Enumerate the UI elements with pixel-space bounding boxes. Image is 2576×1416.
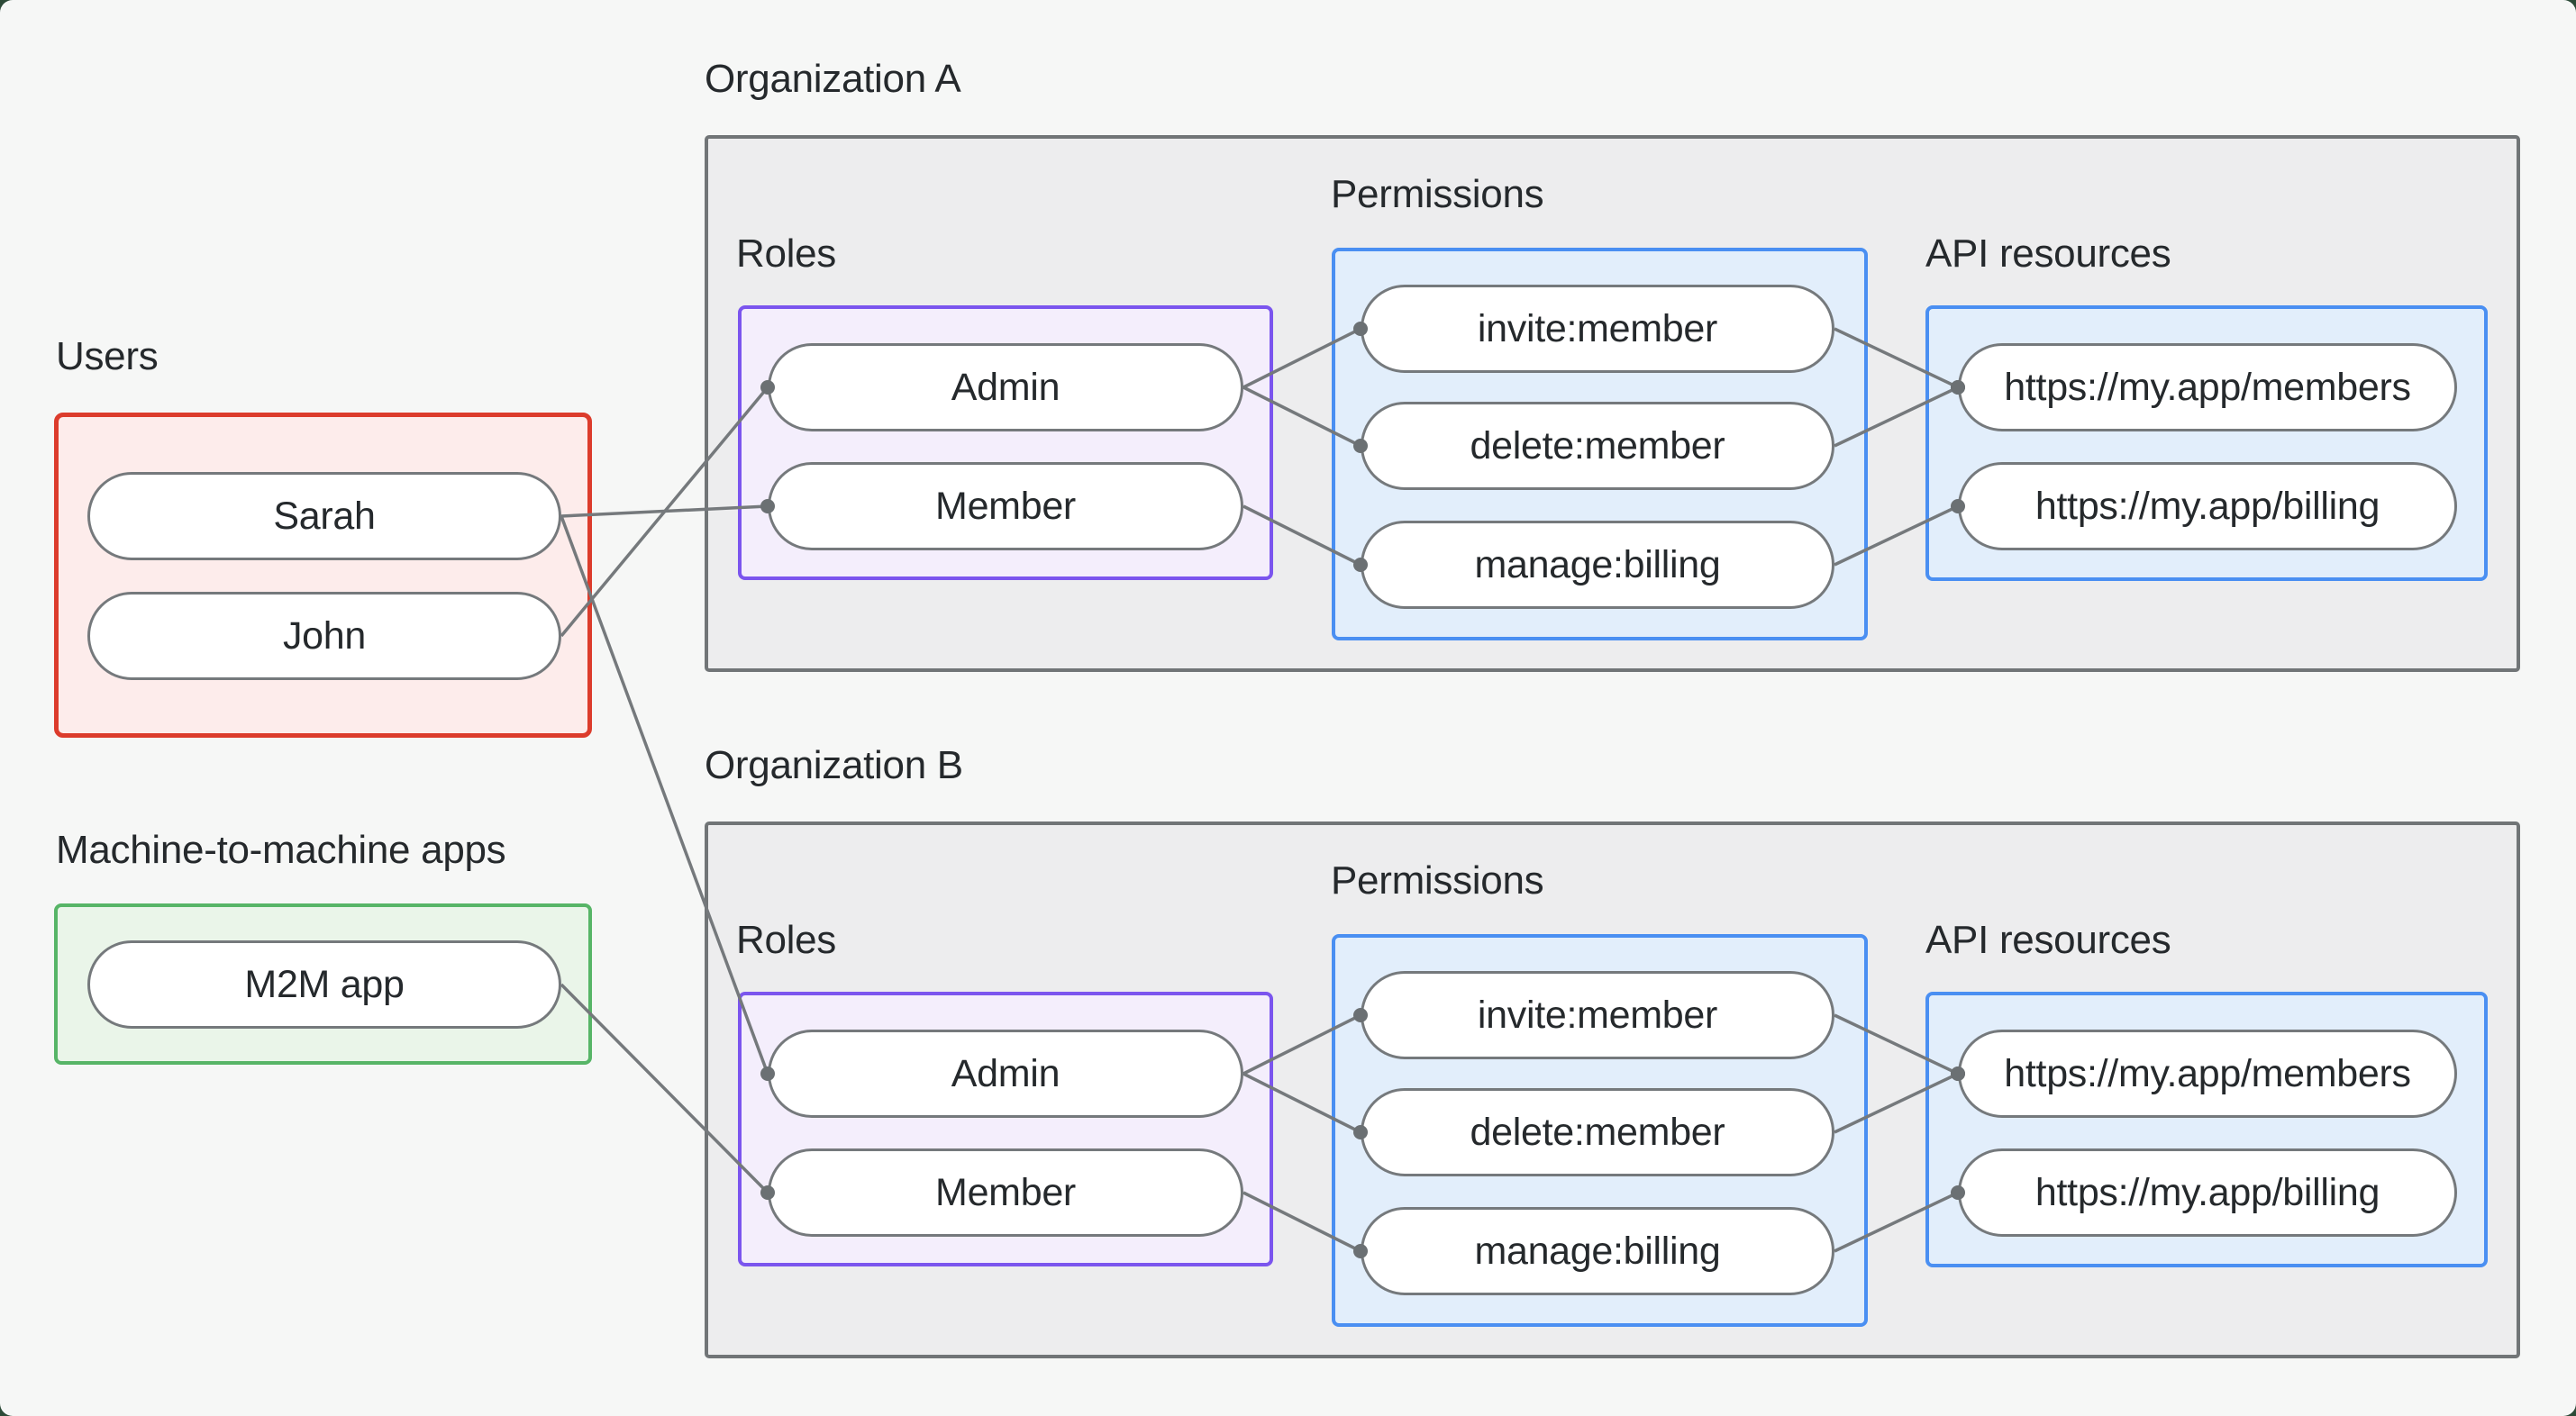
node-user-john: John	[87, 592, 561, 680]
node-org-a-api-billing: https://my.app/billing	[1958, 462, 2457, 550]
node-org-a-role-admin: Admin	[768, 343, 1243, 431]
node-org-b-role-admin: Admin	[768, 1030, 1243, 1118]
node-org-b-api-billing: https://my.app/billing	[1958, 1148, 2457, 1237]
node-org-b-role-member: Member	[768, 1148, 1243, 1237]
users-group-label: Users	[56, 334, 159, 378]
users-group-box	[54, 413, 592, 738]
node-org-a-permission-delete-member: delete:member	[1361, 402, 1834, 490]
node-user-sarah: Sarah	[87, 472, 561, 560]
organization-b-label: Organization B	[705, 743, 963, 787]
org-b-roles-label: Roles	[736, 918, 836, 962]
org-b-permissions-label: Permissions	[1331, 858, 1544, 903]
node-org-a-permission-manage-billing: manage:billing	[1361, 521, 1834, 609]
org-a-permissions-label: Permissions	[1331, 172, 1544, 216]
organization-a-label: Organization A	[705, 57, 961, 101]
node-org-a-api-members: https://my.app/members	[1958, 343, 2457, 431]
node-org-b-api-members: https://my.app/members	[1958, 1030, 2457, 1118]
node-org-b-permission-delete-member: delete:member	[1361, 1088, 1834, 1176]
node-org-a-role-member: Member	[768, 462, 1243, 550]
node-org-b-permission-invite-member: invite:member	[1361, 971, 1834, 1059]
node-org-b-permission-manage-billing: manage:billing	[1361, 1207, 1834, 1295]
org-b-api-resources-label: API resources	[1925, 918, 2171, 962]
org-a-roles-label: Roles	[736, 231, 836, 276]
node-org-a-permission-invite-member: invite:member	[1361, 285, 1834, 373]
org-a-api-resources-label: API resources	[1925, 231, 2171, 276]
node-m2m-app: M2M app	[87, 940, 561, 1029]
machine-to-machine-group-label: Machine-to-machine apps	[56, 828, 506, 872]
